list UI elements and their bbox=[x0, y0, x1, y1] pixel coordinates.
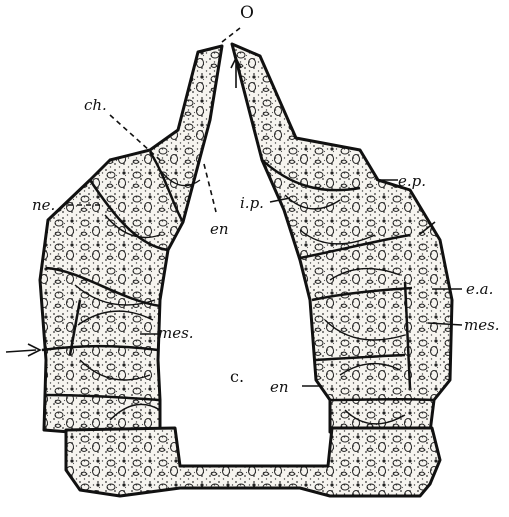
base-bar bbox=[66, 428, 440, 496]
label-en-right: en bbox=[270, 378, 289, 396]
label-ip: i.p. bbox=[240, 194, 264, 212]
left-wall bbox=[40, 46, 222, 432]
label-ea: e.a. bbox=[466, 280, 493, 298]
label-o: O bbox=[240, 3, 254, 23]
label-en-top: en bbox=[210, 220, 229, 238]
label-mes-right: mes. bbox=[464, 316, 500, 334]
label-ep: e.p. bbox=[398, 172, 426, 190]
left-arrow bbox=[6, 350, 36, 352]
label-ne: ne. bbox=[32, 196, 55, 214]
label-c: c. bbox=[230, 367, 244, 386]
en-top-leader bbox=[204, 164, 216, 212]
label-mes-left: mes. bbox=[158, 324, 194, 342]
right-segment-line-6 bbox=[330, 399, 434, 400]
o-leader bbox=[222, 28, 240, 42]
label-ch: ch. bbox=[84, 96, 107, 114]
